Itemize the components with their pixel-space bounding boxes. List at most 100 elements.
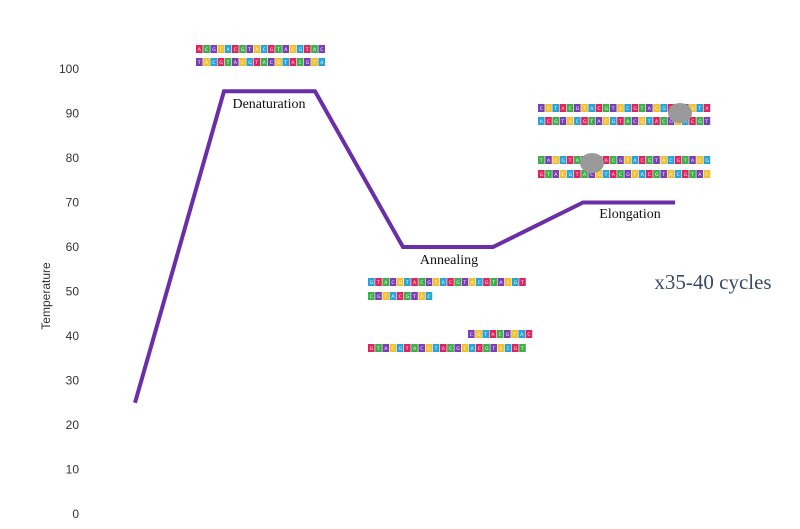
nucleotide-block (468, 278, 476, 286)
nucleotide-block (519, 344, 526, 352)
nucleotide-block (646, 117, 653, 125)
nucleotide-block (638, 156, 646, 164)
nucleotide-letter: A (698, 172, 702, 178)
y-tick-label: 40 (66, 329, 80, 343)
nucleotide-letter: C (449, 280, 452, 286)
nucleotide-letter: A (391, 294, 395, 300)
nucleotide-letter: T (491, 280, 495, 286)
nucleotide-letter: G (648, 158, 652, 164)
nucleotide-block (512, 278, 519, 286)
y-axis-title: Temperature (39, 262, 53, 330)
nucleotide-block (559, 156, 567, 164)
nucleotide-letter: A (590, 106, 594, 112)
nucleotide-letter: T (618, 119, 622, 125)
nucleotide-block (296, 58, 304, 66)
nucleotide-block (196, 45, 203, 53)
y-tick-label: 90 (66, 107, 80, 121)
nucleotide-letter: G (691, 106, 695, 112)
nucleotide-letter: C (399, 294, 402, 300)
nucleotide-block (689, 117, 696, 125)
elongation-label: Elongation (599, 207, 660, 222)
nucleotide-letter: C (507, 280, 510, 286)
nucleotide-block (511, 330, 518, 338)
nucleotide-block (682, 156, 689, 164)
nucleotide-block (461, 278, 469, 286)
nucleotide-letter: A (198, 47, 202, 53)
y-tick-label: 50 (66, 285, 80, 299)
nucleotide-letter: G (705, 158, 709, 164)
nucleotide-block (581, 117, 588, 125)
nucleotide-block (489, 330, 497, 338)
nucleotide-letter: A (471, 280, 475, 286)
nucleotide-block (552, 104, 559, 112)
nucleotide-letter: T (582, 106, 586, 112)
nucleotide-letter: T (483, 332, 487, 338)
nucleotide-block (559, 117, 567, 125)
nucleotide-letter: C (633, 119, 636, 125)
nucleotide-letter: T (589, 119, 593, 125)
nucleotide-letter: C (234, 47, 237, 53)
nucleotide-letter: G (241, 47, 245, 53)
nucleotide-block (689, 104, 696, 112)
nucleotide-block (588, 104, 595, 112)
nucleotide-block (239, 58, 246, 66)
nucleotide-block (566, 156, 574, 164)
nucleotide-block (610, 117, 617, 125)
nucleotide-block (217, 45, 225, 53)
nucleotide-letter: G (514, 280, 518, 286)
nucleotide-letter: T (247, 47, 251, 53)
nucleotide-block (461, 344, 469, 352)
nucleotide-block (660, 156, 667, 164)
nucleotide-block (432, 344, 440, 352)
nucleotide-block (602, 156, 610, 164)
nucleotide-letter: T (683, 158, 687, 164)
nucleotide-block (483, 344, 490, 352)
nucleotide-letter: C (626, 106, 629, 112)
nucleotide-letter: A (234, 60, 238, 66)
nucleotide-letter: T (546, 172, 550, 178)
nucleotide-block (545, 170, 552, 178)
nucleotide-block (682, 170, 689, 178)
nucleotide-block (311, 45, 318, 53)
nucleotide-block (624, 117, 631, 125)
nucleotide-block (660, 117, 667, 125)
nucleotide-block (631, 156, 639, 164)
nucleotide-block (638, 170, 646, 178)
nucleotide-letter: C (576, 119, 579, 125)
nucleotide-block (253, 45, 261, 53)
nucleotide-letter: A (255, 47, 259, 53)
nucleotide-letter: C (507, 346, 510, 352)
nucleotide-block (667, 117, 675, 125)
nucleotide-block (224, 45, 232, 53)
nucleotide-letter: C (478, 346, 481, 352)
y-tick-label: 20 (66, 418, 80, 432)
nucleotide-block (617, 104, 624, 112)
nucleotide-block (368, 344, 375, 352)
nucleotide-letter: G (299, 47, 303, 53)
nucleotide-block (425, 292, 433, 300)
nucleotide-block (703, 104, 711, 112)
nucleotide-block (404, 344, 411, 352)
nucleotide-letter: A (413, 346, 417, 352)
nucleotide-letter: A (554, 172, 558, 178)
nucleotide-block (610, 170, 617, 178)
nucleotide-block (483, 278, 490, 286)
nucleotide-letter: A (384, 346, 388, 352)
nucleotide-letter: A (569, 119, 573, 125)
nucleotide-block (588, 117, 595, 125)
nucleotide-block (552, 170, 559, 178)
nucleotide-block (617, 117, 624, 125)
nucleotide-letter: C (561, 172, 564, 178)
nucleotide-letter: A (205, 60, 209, 66)
nucleotide-block (440, 278, 447, 286)
nucleotide-block (368, 278, 375, 286)
nucleotide-block (581, 170, 588, 178)
nucleotide-block (653, 170, 660, 178)
nucleotide-block (282, 58, 289, 66)
nucleotide-letter: A (420, 294, 424, 300)
nucleotide-letter: G (547, 106, 551, 112)
nucleotide-letter: C (662, 119, 665, 125)
nucleotide-letter: T (640, 106, 644, 112)
